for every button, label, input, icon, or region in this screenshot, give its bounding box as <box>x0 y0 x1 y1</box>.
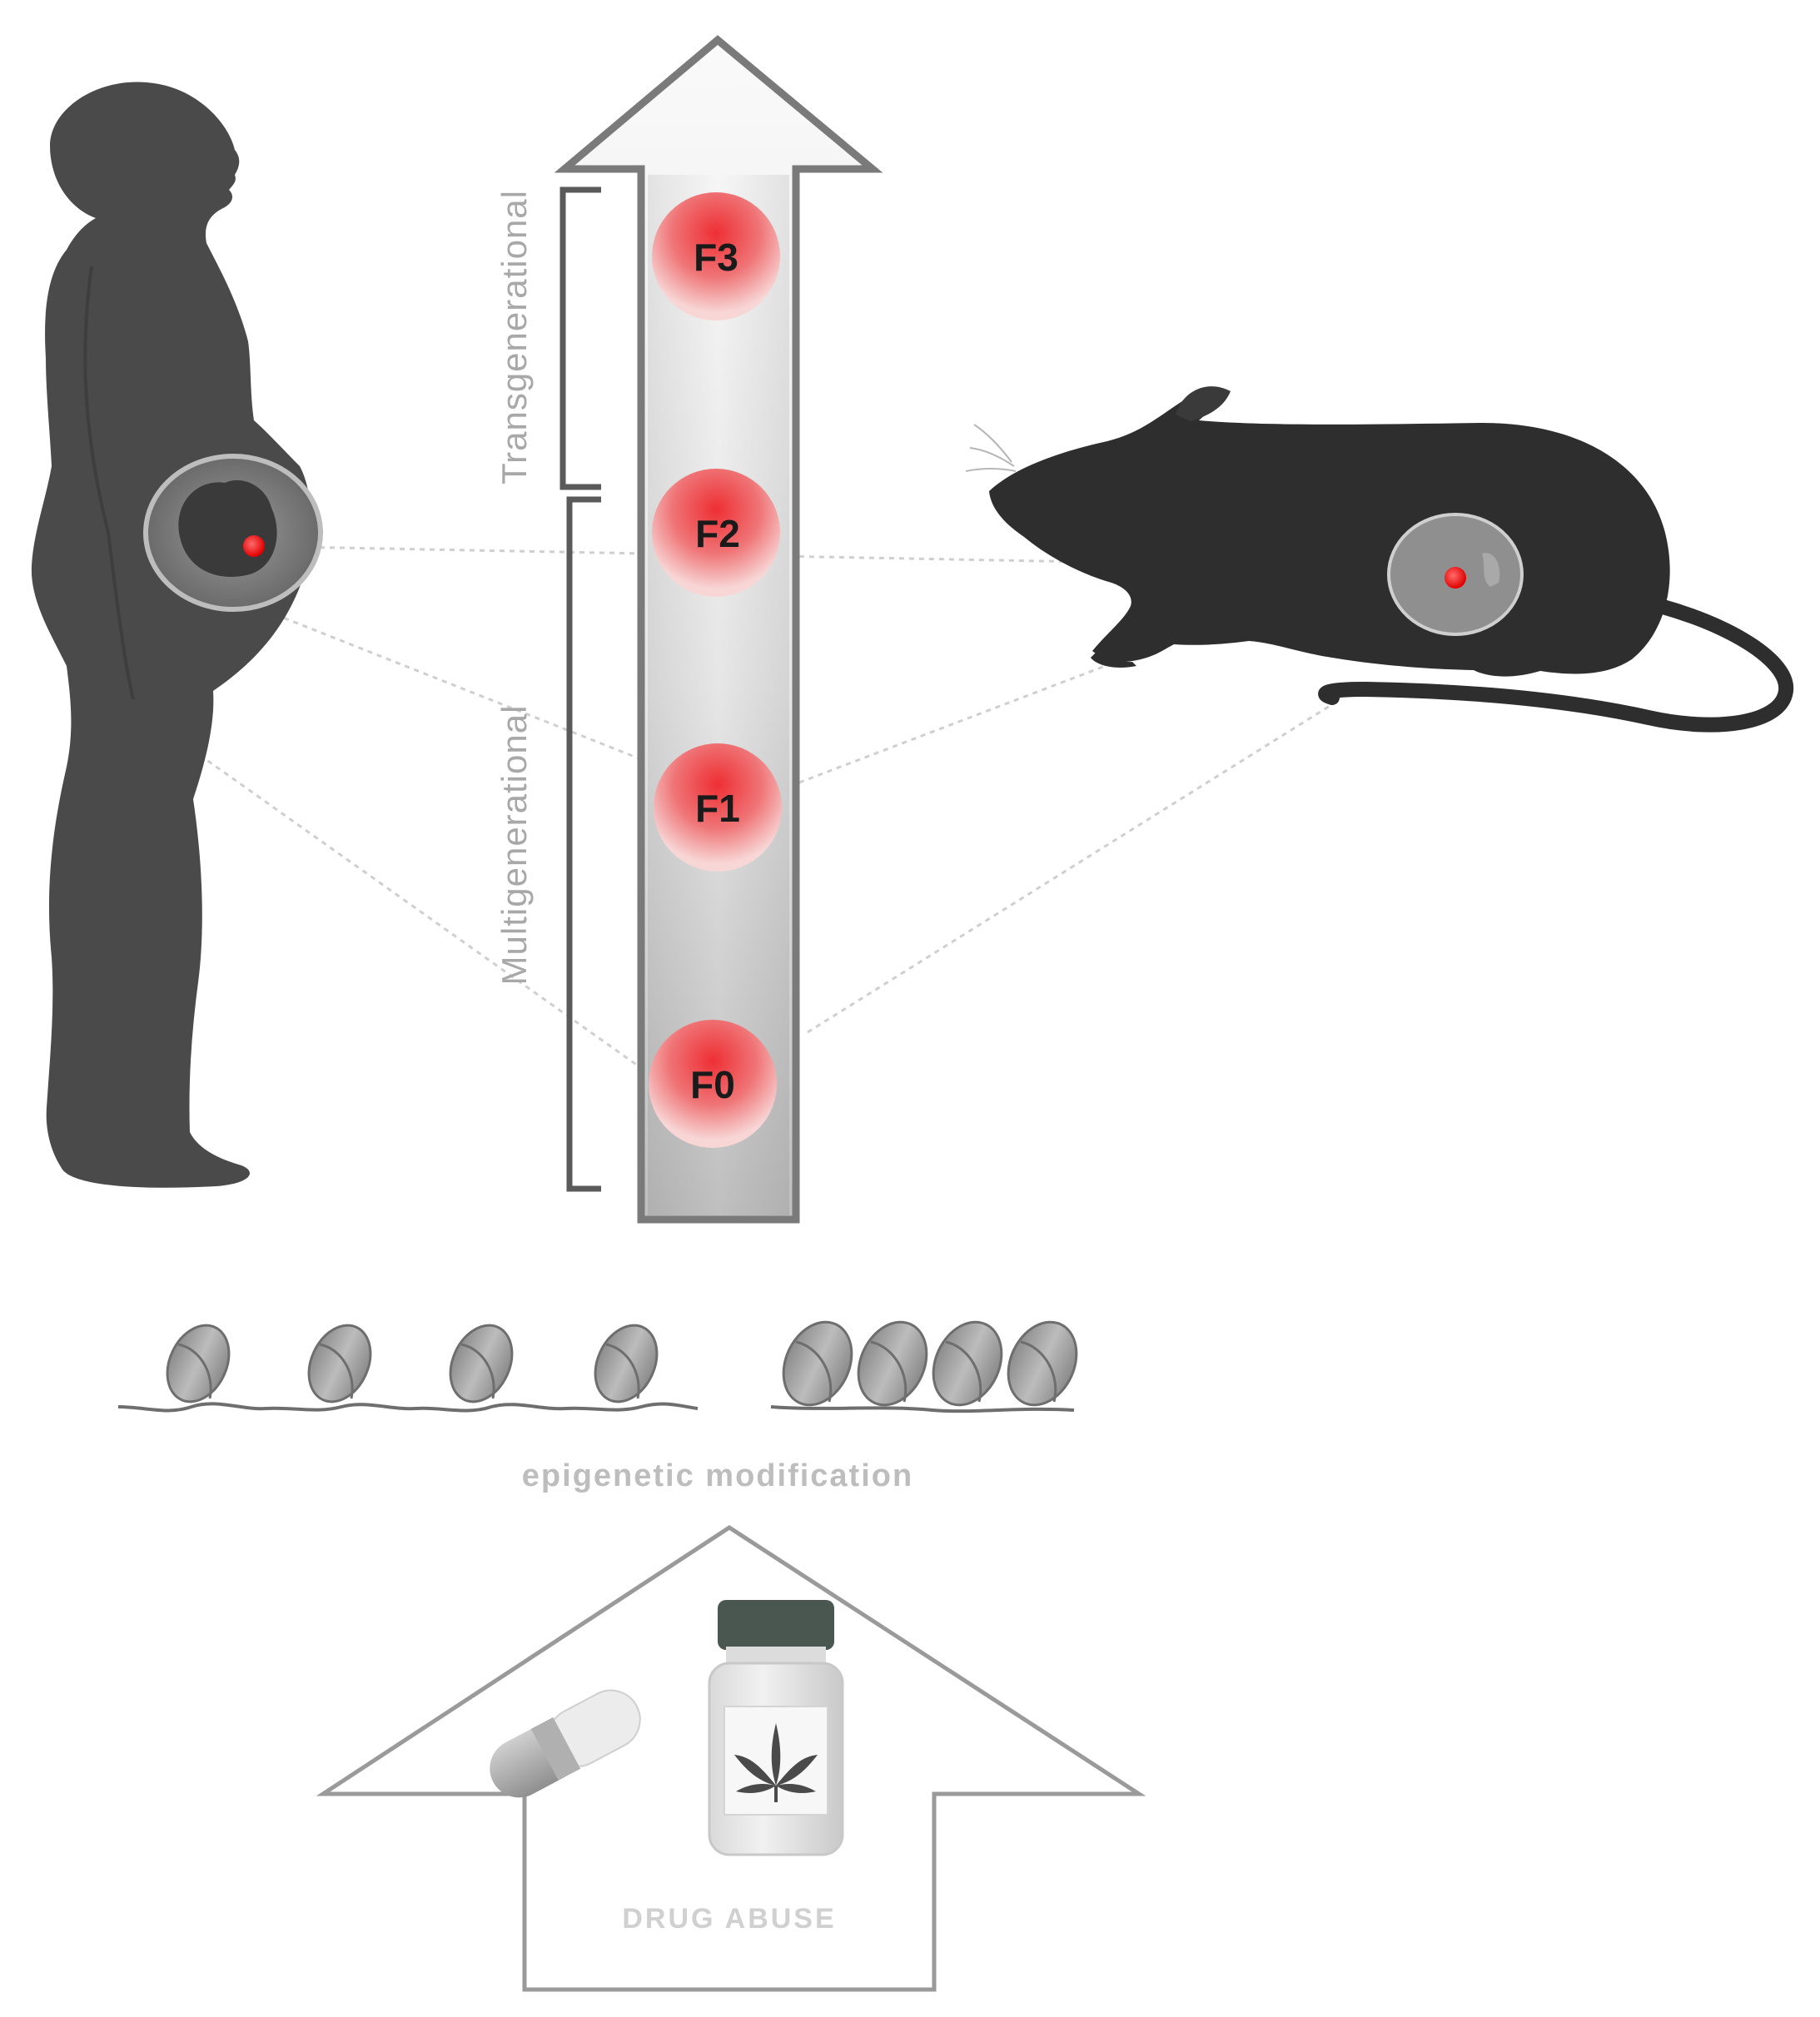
generation-label-f1: F1 <box>695 787 740 830</box>
nucleosome-compact-3 <box>932 1320 1003 1407</box>
connector-human-f1 <box>274 613 659 768</box>
nucleosome-compact-4 <box>1007 1320 1078 1407</box>
multigenerational-label: Multigenerational <box>495 705 534 986</box>
connector-mouse-f0 <box>807 698 1341 1034</box>
pregnant-woman-silhouette <box>31 82 323 1188</box>
nucleosome-open-4 <box>594 1324 659 1403</box>
nucleosome-strand <box>117 1320 1078 1413</box>
generation-node-f2: F2 <box>652 469 780 597</box>
generation-node-f0: F0 <box>649 1020 777 1148</box>
transgenerational-bracket <box>559 186 601 490</box>
connector-human-f0 <box>191 748 650 1076</box>
embryo-red-dot-human <box>243 535 265 557</box>
generation-node-f3: F3 <box>652 192 780 320</box>
connector-mouse-f1 <box>798 581 1325 784</box>
nucleosome-open-1 <box>166 1324 231 1403</box>
nucleosome-compact-1 <box>782 1320 853 1407</box>
mouse-silhouette <box>965 386 1794 733</box>
cannabis-leaf-icon <box>734 1723 818 1802</box>
multigenerational-bracket <box>566 496 601 1192</box>
pill-capsule-icon <box>490 1689 641 1798</box>
embryo-red-dot-mouse <box>1445 567 1466 589</box>
generation-label-f0: F0 <box>690 1063 735 1106</box>
nucleosome-open-3 <box>449 1324 514 1403</box>
drug-abuse-label: DRUG ABUSE <box>622 1903 836 1935</box>
nucleosome-compact-2 <box>857 1320 928 1407</box>
generation-node-f1: F1 <box>654 743 782 872</box>
nucleosome-open-2 <box>307 1324 372 1403</box>
transgenerational-label: Transgenerational <box>495 190 534 484</box>
epigenetic-caption: epigenetic modification <box>522 1458 913 1493</box>
generation-label-f2: F2 <box>695 512 740 555</box>
generation-label-f3: F3 <box>694 236 738 279</box>
